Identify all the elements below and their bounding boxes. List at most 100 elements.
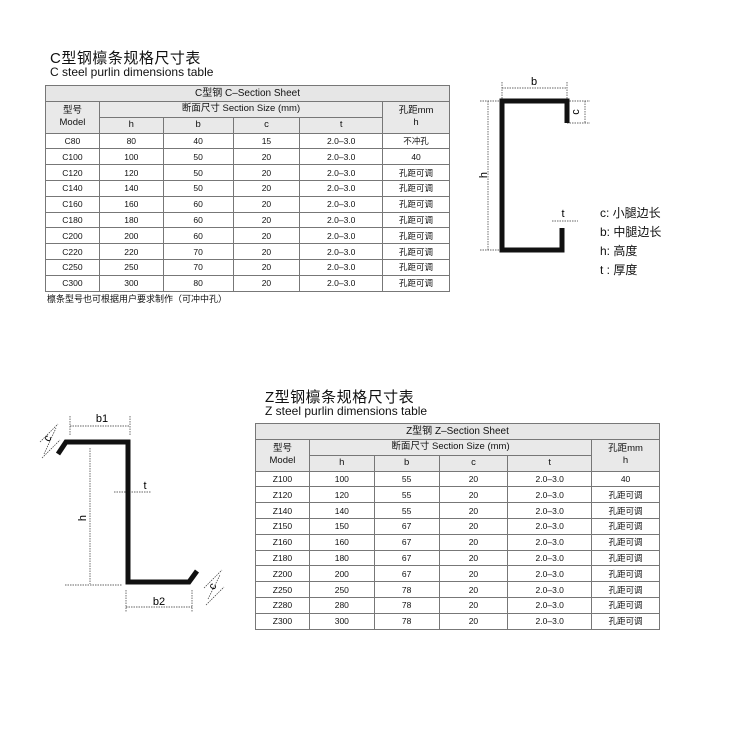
cell-h: 80 — [98, 132, 164, 150]
cell-b: 60 — [162, 211, 234, 229]
cell-model: C100 — [45, 148, 100, 166]
cell-model: C120 — [45, 164, 100, 181]
cell-h: 140 — [308, 502, 375, 519]
label-t: t — [143, 480, 146, 492]
cell-t: 2.0–3.0 — [507, 517, 593, 535]
cell-t: 2.0–3.0 — [507, 596, 593, 614]
cell-model: C200 — [45, 227, 100, 245]
cell-hole: 孔距可调 — [591, 565, 660, 583]
cell-model: C140 — [45, 179, 100, 197]
cell-h: 120 — [98, 164, 164, 181]
cell-t: 2.0–3.0 — [299, 132, 384, 150]
cell-t: 2.0–3.0 — [507, 486, 593, 504]
col-b: b — [373, 454, 440, 472]
label-h: h — [478, 172, 490, 178]
z-section-diagram: b1 b2 h t c c — [39, 413, 225, 612]
cell-t: 2.0–3.0 — [507, 612, 593, 630]
cell-c: 20 — [438, 549, 509, 567]
cell-model: Z140 — [255, 502, 310, 519]
cell-c: 20 — [438, 470, 509, 488]
cell-b: 67 — [373, 549, 440, 567]
cell-c: 20 — [232, 211, 301, 229]
cell-t: 2.0–3.0 — [299, 243, 384, 260]
label-b1: b1 — [96, 413, 108, 425]
cell-c: 20 — [232, 243, 301, 260]
cell-model: Z200 — [255, 565, 310, 583]
z-profile-shape — [55, 439, 200, 585]
z-title-cn: Z型钢檩条规格尺寸表 — [265, 389, 415, 406]
cell-b: 78 — [373, 596, 440, 614]
cell-c: 20 — [232, 258, 301, 276]
cell-b: 80 — [162, 274, 234, 292]
cell-b: 67 — [373, 565, 440, 583]
cell-c: 20 — [438, 565, 509, 583]
sheet-title: Z型钢 Z–Section Sheet — [255, 423, 660, 440]
c-dimension-line-top — [43, 427, 57, 455]
cell-t: 2.0–3.0 — [299, 258, 384, 276]
cell-hole: 40 — [382, 148, 450, 166]
col-c: c — [232, 116, 301, 134]
col-t: t — [507, 454, 593, 472]
cell-model: Z300 — [255, 612, 310, 630]
cell-hole: 孔距可调 — [591, 596, 660, 614]
cell-h: 280 — [308, 596, 375, 614]
cell-c: 20 — [438, 486, 509, 504]
cell-hole: 不冲孔 — [382, 132, 450, 150]
cell-h: 250 — [98, 258, 164, 276]
c-title-cn: C型钢檩条规格尺寸表 — [50, 50, 201, 67]
cell-model: C250 — [45, 258, 100, 276]
cell-c: 15 — [232, 132, 301, 150]
cell-t: 2.0–3.0 — [507, 549, 593, 567]
legend-h: h: 高度 — [600, 244, 638, 258]
cell-hole: 孔距可调 — [591, 612, 660, 630]
cell-h: 180 — [98, 211, 164, 229]
cell-hole: 孔距可调 — [591, 581, 660, 598]
cell-b: 60 — [162, 195, 234, 213]
cell-b: 55 — [373, 486, 440, 504]
cell-h: 160 — [98, 195, 164, 213]
cell-c: 20 — [438, 612, 509, 630]
cell-c: 20 — [232, 274, 301, 292]
cell-model: C160 — [45, 195, 100, 213]
cell-b: 70 — [162, 243, 234, 260]
legend-b: b: 中腿边长 — [600, 225, 662, 239]
cell-b: 50 — [162, 148, 234, 166]
label-h: h — [77, 515, 89, 521]
c-dimension-line-bottom — [207, 574, 221, 600]
cell-t: 2.0–3.0 — [507, 533, 593, 551]
cell-b: 67 — [373, 533, 440, 551]
cell-hole: 孔距可调 — [591, 533, 660, 551]
col-t: t — [299, 116, 384, 134]
cell-h: 200 — [308, 565, 375, 583]
cell-h: 180 — [308, 549, 375, 567]
cell-hole: 40 — [591, 470, 660, 488]
cell-h: 100 — [98, 148, 164, 166]
cell-h: 140 — [98, 179, 164, 197]
cell-model: C80 — [45, 132, 100, 150]
cell-b: 78 — [373, 612, 440, 630]
cell-t: 2.0–3.0 — [299, 148, 384, 166]
cell-hole: 孔距可调 — [382, 211, 450, 229]
cell-hole: 孔距可调 — [382, 274, 450, 292]
cell-t: 2.0–3.0 — [299, 164, 384, 181]
cell-model: Z120 — [255, 486, 310, 504]
c-title-en: C steel purlin dimensions table — [50, 65, 214, 79]
label-c-top: c — [41, 433, 54, 444]
cell-hole: 孔距可调 — [591, 517, 660, 535]
cell-b: 50 — [162, 179, 234, 197]
